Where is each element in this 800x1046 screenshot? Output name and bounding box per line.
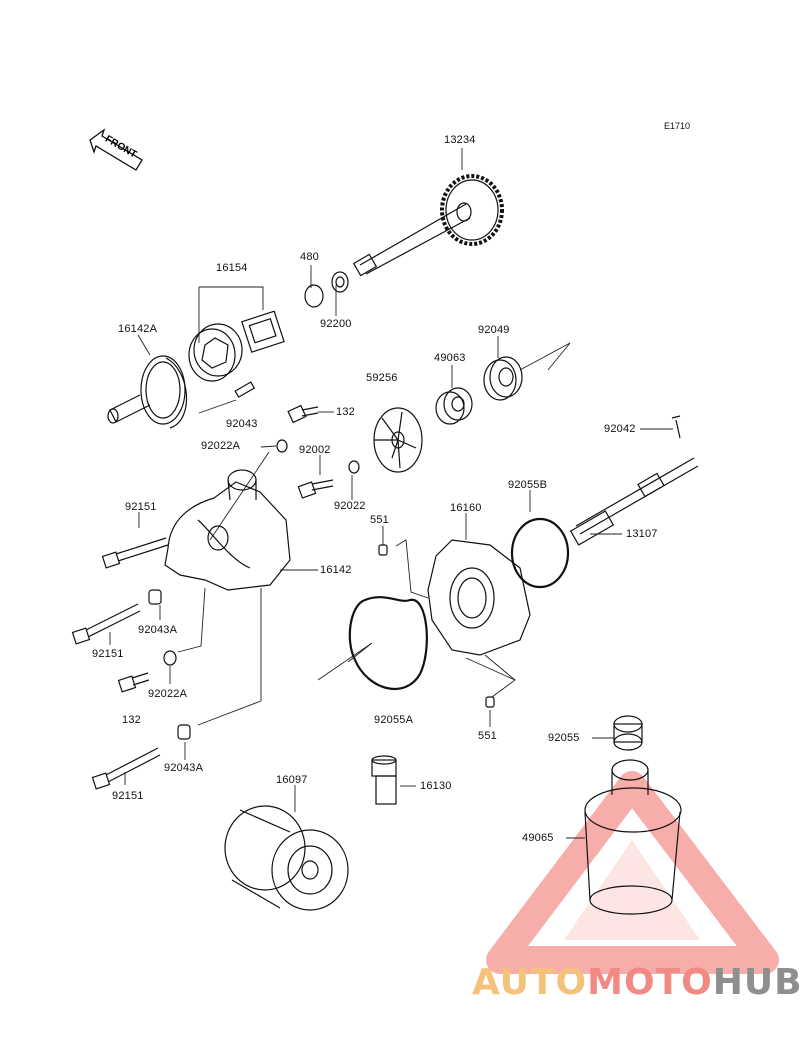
rotor-16154 — [188, 310, 285, 398]
dowel-92043A-b — [177, 724, 191, 740]
front-arrow-icon: FRONT — [89, 128, 143, 171]
label-480: 480 — [300, 251, 319, 263]
label-551-bottom: 551 — [478, 730, 497, 742]
label-92151-c: 92151 — [112, 790, 144, 802]
shaft-13107 — [569, 415, 699, 546]
watermark-part-2: MOTO — [587, 962, 713, 1003]
cap-92055 — [613, 715, 643, 751]
fitting-16130 — [371, 755, 397, 805]
label-92055A: 92055A — [374, 714, 414, 726]
label-92200: 92200 — [320, 318, 352, 330]
label-92002: 92002 — [299, 444, 331, 456]
leader-lines — [109, 148, 673, 839]
washer-92022A-bottom — [163, 650, 177, 666]
circlip-washer — [304, 271, 349, 308]
label-13107: 13107 — [626, 528, 658, 540]
pump-body-16142A — [107, 355, 188, 429]
diagram-code: E1710 — [664, 121, 691, 131]
label-92043: 92043 — [226, 418, 258, 430]
label-92043A-b: 92043A — [164, 762, 204, 774]
watermark-part-3: HUB — [712, 962, 800, 1003]
pump-cover-16142 — [164, 469, 291, 591]
dowel-551-bottom — [485, 696, 495, 708]
label-92151-b: 92151 — [92, 648, 124, 660]
drive-shaft-gear — [352, 174, 504, 277]
label-132-bottom: 132 — [122, 714, 141, 726]
label-49063: 49063 — [434, 352, 466, 364]
label-92055B: 92055B — [508, 479, 548, 491]
bolt-132-top — [287, 404, 319, 424]
label-92042: 92042 — [604, 423, 636, 435]
watermark-part-1: AUTO — [472, 962, 588, 1003]
watermark-triangle — [486, 771, 779, 974]
impeller-59256 — [373, 407, 423, 473]
bolt-92151-b — [71, 603, 141, 645]
bolt-92151-c — [91, 747, 161, 790]
label-16154: 16154 — [216, 262, 248, 274]
label-13234: 13234 — [444, 134, 476, 146]
label-92022A-top: 92022A — [201, 440, 241, 452]
label-551-top: 551 — [370, 514, 389, 526]
label-92151-a: 92151 — [125, 501, 157, 513]
strainer-49065 — [584, 759, 682, 915]
bearing-92049 — [483, 356, 523, 401]
label-92022A-bottom: 92022A — [148, 688, 188, 700]
cover-16160 — [427, 539, 531, 656]
mechanical-seal-49063 — [435, 387, 473, 425]
bolt-92151-a — [101, 537, 169, 569]
label-92049: 92049 — [478, 324, 510, 336]
label-59256: 59256 — [366, 372, 398, 384]
dowel-551-top — [378, 544, 388, 556]
watermark-logo: AUTOMOTOHUB — [472, 962, 800, 1003]
label-92043A-a: 92043A — [138, 624, 178, 636]
oil-filter-16097 — [224, 805, 349, 911]
label-16130: 16130 — [420, 780, 452, 792]
label-16097: 16097 — [276, 774, 308, 786]
bolt-92002 — [297, 479, 334, 499]
bolt-132-bottom — [117, 672, 150, 693]
label-16142A: 16142A — [118, 323, 158, 335]
label-92022: 92022 — [334, 500, 366, 512]
label-16142: 16142 — [320, 564, 352, 576]
o-ring-92055B — [510, 517, 570, 589]
o-ring-92055A — [348, 596, 428, 690]
washer-92022A-top — [276, 439, 288, 453]
label-92055: 92055 — [548, 732, 580, 744]
label-16160: 16160 — [450, 502, 482, 514]
dowel-92043A-a — [148, 589, 162, 605]
label-132-top: 132 — [336, 406, 355, 418]
label-49065: 49065 — [522, 832, 554, 844]
washer-92022 — [348, 460, 360, 474]
